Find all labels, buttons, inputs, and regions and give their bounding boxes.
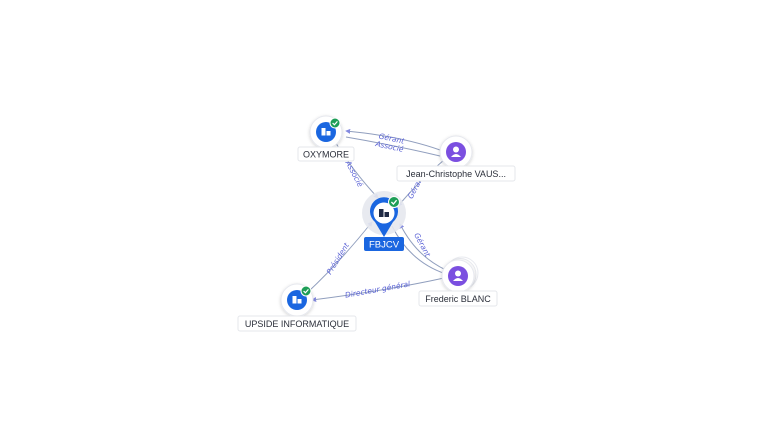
node-label-jean: Jean-Christophe VAUS...: [406, 169, 506, 179]
node-label-fbjcv: FBJCV: [369, 240, 400, 251]
node-label-box: [237, 315, 357, 332]
edge-jean-oxymore-1: [345, 128, 441, 151]
building-icon: [321, 128, 331, 136]
edge-label-oxymore-fbjcv: Associé: [343, 158, 365, 188]
edge-upside-fbjcv: [307, 221, 373, 293]
node-jean[interactable]: Jean-Christophe VAUS...: [396, 135, 516, 182]
edge-label-frederic-upside: Directeur général: [344, 279, 411, 299]
check-badge-icon: [329, 117, 341, 129]
node-label-box: [297, 146, 355, 162]
person-icon: [453, 270, 463, 281]
node-oxymore[interactable]: OXYMORE: [297, 115, 355, 162]
edge-oxymore-fbjcv: [333, 139, 379, 199]
edge-jean-oxymore-2: [345, 136, 441, 157]
edge-label-upside-fbjcv: Président: [325, 240, 352, 276]
node-label-box: [364, 237, 404, 251]
node-label-box: [396, 165, 516, 182]
node-label-box: [418, 290, 498, 307]
edge-label-frederic-fbjcv: Gérant: [412, 231, 433, 259]
building-icon: [292, 296, 302, 304]
node-label-oxymore: OXYMORE: [303, 150, 349, 160]
node-label-upside: UPSIDE INFORMATIQUE: [245, 319, 349, 329]
edge-frederic-fbjcv-2: [391, 225, 447, 275]
check-badge-icon: [300, 285, 312, 297]
edge-frederic-upside: [311, 277, 445, 302]
check-badge-icon: [388, 196, 400, 208]
node-label-frederic: Frederic BLANC: [425, 294, 491, 304]
edge-frederic-fbjcv: [399, 223, 447, 271]
node-fbjcv[interactable]: FBJCV: [362, 191, 406, 251]
person-icon: [451, 146, 461, 157]
node-upside[interactable]: UPSIDE INFORMATIQUE: [237, 283, 357, 332]
building-icon: [379, 209, 389, 217]
node-frederic[interactable]: Frederic BLANC: [418, 256, 498, 307]
